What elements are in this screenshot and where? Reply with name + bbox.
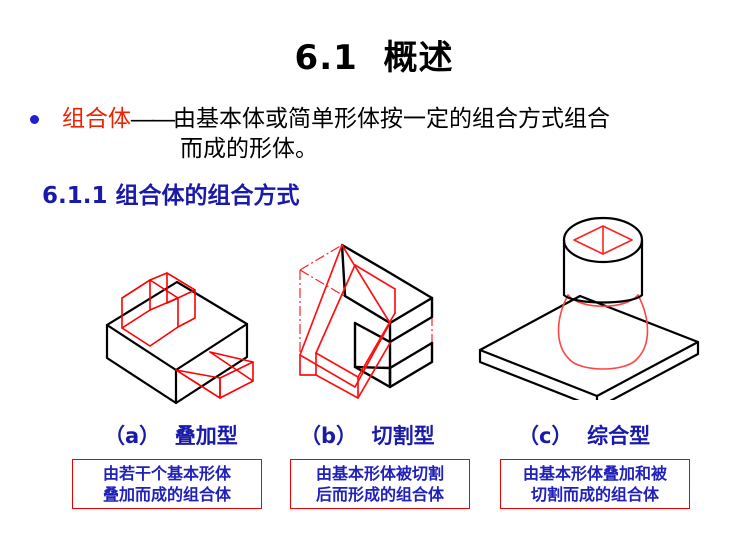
notebox-a-line-1: 由若干个基本形体 [102, 464, 231, 483]
figure-cutting [280, 225, 480, 415]
bullet-line1-rest: 由基本体或简单形体按一定的组合方式组合 [173, 106, 610, 131]
cutting-drawing [299, 243, 434, 399]
notebox-a-line-2: 叠加而成的组合体 [102, 485, 231, 504]
red-cone-skirt [557, 294, 649, 370]
caption-figure-a: （a） 叠加型 [104, 424, 238, 448]
caption-figure-b: （b） 切割型 [300, 424, 435, 448]
page-title: 6.1 概述 [294, 38, 454, 78]
red-square-hole [573, 225, 633, 255]
notebox-c-line-1: 由基本形体叠加和被 [522, 464, 667, 483]
black-base-plate [478, 294, 700, 410]
notebox-b-line-2: 后而形成的组合体 [315, 485, 444, 504]
bullet-dash: —— [131, 106, 175, 131]
bullet-line-1: 组合体——由基本体或简单形体按一定的组合方式组合 [62, 104, 722, 134]
red-house-prism [121, 272, 196, 347]
bullet-line-2: 而成的形体。 [180, 136, 318, 161]
red-wedge [175, 351, 254, 399]
superposition-drawing [105, 272, 254, 405]
bullet-term: 组合体 [62, 106, 131, 131]
section-subheading: 6.1.1 组合体的组合方式 [42, 183, 300, 209]
caption-figure-c: （c） 综合型 [518, 424, 651, 448]
notebox-figure-c: 由基本形体叠加和被 切割而成的组合体 [500, 459, 690, 509]
black-cylinder [562, 216, 644, 304]
notebox-b-line-1: 由基本形体被切割 [315, 464, 444, 483]
figure-superposition [60, 230, 300, 415]
combined-drawing [478, 216, 700, 410]
notebox-c-line-2: 切割而成的组合体 [530, 485, 659, 504]
notebox-figure-b: 由基本形体被切割 后而形成的组合体 [290, 459, 470, 509]
bullet-dot-icon [30, 115, 39, 124]
figure-combined [470, 200, 710, 410]
base-block-black [105, 280, 249, 405]
notebox-figure-a: 由若干个基本形体 叠加而成的组合体 [72, 459, 262, 509]
red-cut-edges [299, 244, 396, 399]
